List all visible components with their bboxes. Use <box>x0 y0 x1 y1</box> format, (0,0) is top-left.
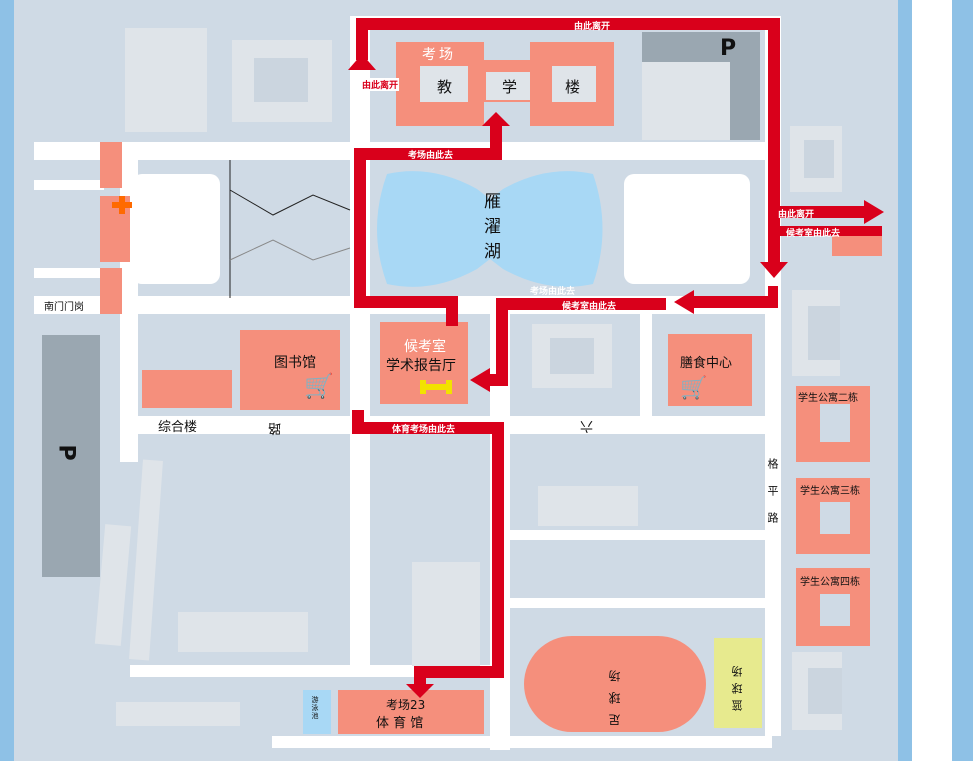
route-label-exam-this-way: 考场由此去 <box>408 151 454 161</box>
road-horizontal-6 <box>510 530 770 540</box>
road-horizontal-5 <box>272 736 772 748</box>
teach-box-3 <box>552 66 596 102</box>
gym-label-2: 体 育 馆 <box>376 716 424 731</box>
south-gate-label: 南门门岗 <box>44 302 84 313</box>
dorm-3-inner <box>820 502 850 534</box>
road-horizontal-small-2 <box>34 268 104 278</box>
dorm-3-label: 学生公寓三栋 <box>800 486 860 497</box>
teach-box-2 <box>486 72 530 100</box>
lake-label: 雁濯湖 <box>480 192 500 267</box>
gray-building-bottom-2 <box>116 702 240 726</box>
gray-building-center <box>412 562 480 666</box>
teach-box-1 <box>420 66 468 102</box>
route-label-gym: 体育考场由此去 <box>392 425 456 435</box>
white-block-west <box>132 174 220 284</box>
road-label-right: 格平路 <box>766 458 779 539</box>
pool <box>303 690 331 734</box>
library-building <box>240 330 340 410</box>
white-block-east <box>624 174 750 284</box>
complex-block <box>142 370 232 408</box>
parking-left <box>42 335 100 577</box>
pool-label: 游泳池 <box>311 696 319 720</box>
clinic-block-bottom <box>100 268 122 314</box>
water-strip-left <box>0 0 14 761</box>
lake-shape <box>377 171 603 287</box>
route-label-waiting-right: 候考室由此去 <box>786 229 841 239</box>
road-horizontal-7 <box>510 598 770 608</box>
parking-top-label: P <box>720 36 737 61</box>
complex-label: 综合楼 <box>158 420 198 435</box>
football-field <box>524 636 706 732</box>
gray-building-2-inner <box>254 58 308 102</box>
exam-hall-label: 考场 <box>422 47 456 63</box>
gray-building-center-2 <box>538 486 638 526</box>
dining-label: 膳食中心 <box>680 356 733 371</box>
route-label-waiting: 候考室由此去 <box>562 302 617 312</box>
route-label-exit-left: 由此离开 <box>361 78 400 91</box>
route-label-exam-lake: 考场由此去 <box>530 287 576 297</box>
zigzag-path <box>229 160 351 298</box>
gray-dorm-2-inner <box>808 306 840 360</box>
shopping-cart-icon: 🛒 <box>304 372 334 400</box>
first-aid-cross-icon <box>112 196 132 214</box>
waiting-room-label-1: 候考室 <box>404 339 446 355</box>
dining-building <box>668 334 752 406</box>
gray-building-mid-inner <box>550 338 594 374</box>
route-label-exit-top: 由此离开 <box>574 22 611 32</box>
gray-dorm-3-inner <box>808 668 842 714</box>
dorm-2-inner <box>820 404 850 442</box>
salmon-small-right <box>832 236 882 256</box>
route-label-exit-right: 由此离开 <box>778 210 815 220</box>
water-strip-right <box>898 0 912 761</box>
teach-label-2: 学 <box>502 78 518 96</box>
clinic-block-top <box>100 142 122 188</box>
gray-building-bottom-1 <box>178 612 308 652</box>
teach-label-1: 教 <box>437 78 453 96</box>
gray-building-1 <box>125 28 207 132</box>
gym-building <box>338 690 484 734</box>
road-horizontal-small <box>34 180 104 190</box>
outer-strip-right <box>952 0 973 761</box>
teach-label-3: 楼 <box>565 78 581 96</box>
waiting-room-label-2: 学术报告厅 <box>386 358 456 374</box>
road-vertical-5 <box>640 310 652 420</box>
basketball-court <box>714 638 762 728</box>
library-label: 图书馆 <box>274 355 316 371</box>
parking-top-inner <box>642 62 730 140</box>
dorm-2-label: 学生公寓二栋 <box>798 393 858 404</box>
dorm-4-inner <box>820 594 850 626</box>
gym-label-1: 考场23 <box>386 698 426 712</box>
shopping-cart-icon: 🛒 <box>680 376 708 401</box>
dumbbell-icon <box>420 378 452 396</box>
dorm-4-label: 学生公寓四栋 <box>800 577 860 588</box>
gray-dorm-1-inner <box>804 140 834 178</box>
white-gap-right <box>912 0 952 761</box>
